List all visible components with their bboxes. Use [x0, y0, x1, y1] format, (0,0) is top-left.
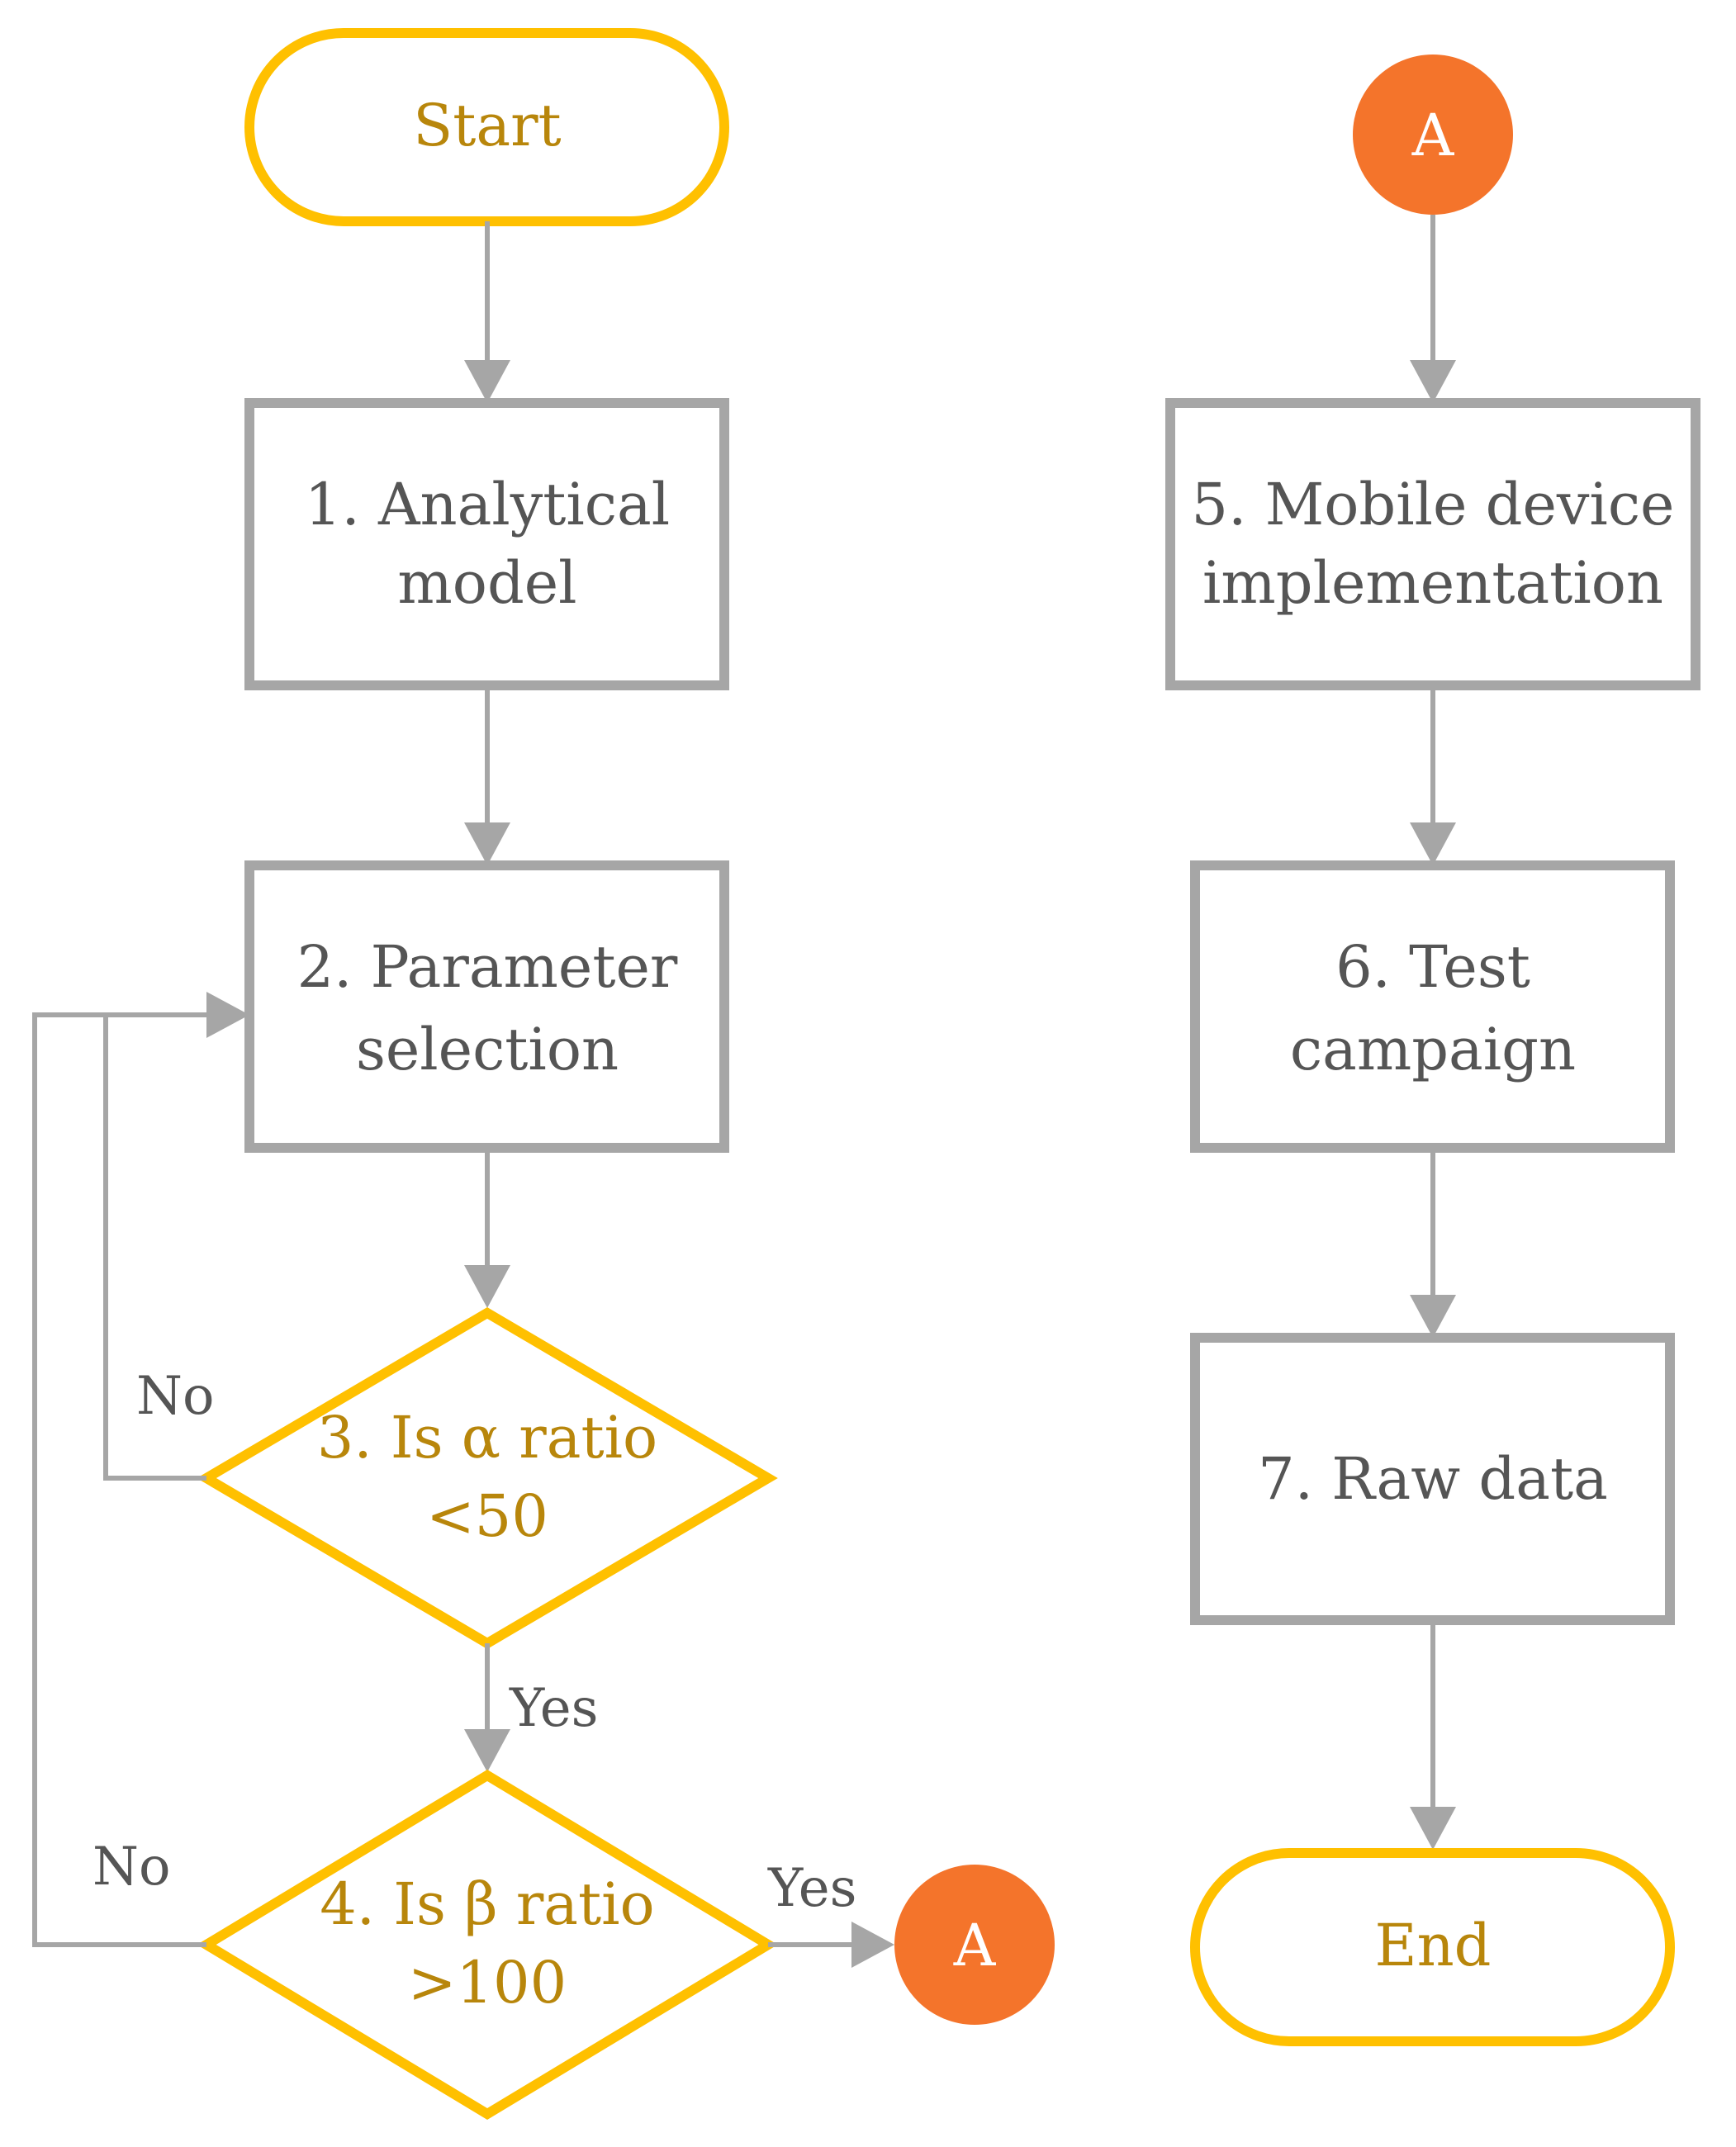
decision-3-line2: <50 [426, 1482, 548, 1550]
step-1-line2: model [397, 549, 576, 617]
edge-step2-decision3 [464, 1148, 510, 1308]
edge-decision4-no [32, 1012, 206, 1947]
process-step-1: 1. Analytical model [244, 398, 729, 690]
step-6-line1: 6. Test [1335, 933, 1530, 1001]
decision-3-yes-label: Yes [509, 1678, 598, 1739]
step-2-line2: selection [356, 1016, 619, 1083]
start-terminal: Start [244, 28, 729, 226]
decision-4-no-label: No [92, 1837, 171, 1898]
edge-step7-end [1410, 1620, 1456, 1850]
decision-4-line1: 4. Is β ratio [320, 1870, 654, 1938]
decision-4-yes-label: Yes [767, 1858, 856, 1919]
connector-a-in-label: A [1411, 102, 1455, 169]
edge-start-step1 [464, 221, 510, 403]
process-step-5: 5. Mobile device implementation [1165, 398, 1700, 690]
end-terminal: End [1190, 1848, 1675, 2046]
decision-3: 3. Is α ratio <50 [197, 1307, 778, 1649]
edge-decision4-yes [768, 1922, 894, 1968]
step-2-line1: 2. Parameter [297, 933, 678, 1001]
step-5-line2: implementation [1202, 549, 1663, 617]
end-label: End [1375, 1912, 1492, 1979]
decision-3-line1: 3. Is α ratio [317, 1404, 657, 1472]
start-label: Start [413, 92, 561, 159]
connector-a-out: A [894, 1865, 1055, 2025]
edge-decision3-no [103, 992, 249, 1481]
process-step-7: 7. Raw data [1190, 1333, 1675, 1625]
decision-4: 4. Is β ratio >100 [197, 1769, 778, 2121]
step-5-line1: 5. Mobile device [1192, 471, 1675, 538]
process-step-6: 6. Test campaign [1190, 860, 1675, 1153]
connector-a-out-label: A [953, 1912, 997, 1979]
step-7-label: 7. Raw data [1258, 1445, 1608, 1513]
decision-3-no-label: No [136, 1366, 215, 1427]
decision-4-line2: >100 [408, 1949, 567, 2017]
edge-step6-step7 [1410, 1148, 1456, 1338]
edge-step5-step6 [1410, 685, 1456, 865]
edge-decision3-yes [464, 1643, 510, 1772]
edge-a-step5 [1410, 215, 1456, 403]
step-6-line2: campaign [1290, 1016, 1576, 1083]
edge-step1-step2 [464, 685, 510, 865]
step-1-line1: 1. Analytical [305, 471, 670, 538]
process-step-2: 2. Parameter selection [244, 860, 729, 1153]
connector-a-in: A [1353, 55, 1513, 215]
